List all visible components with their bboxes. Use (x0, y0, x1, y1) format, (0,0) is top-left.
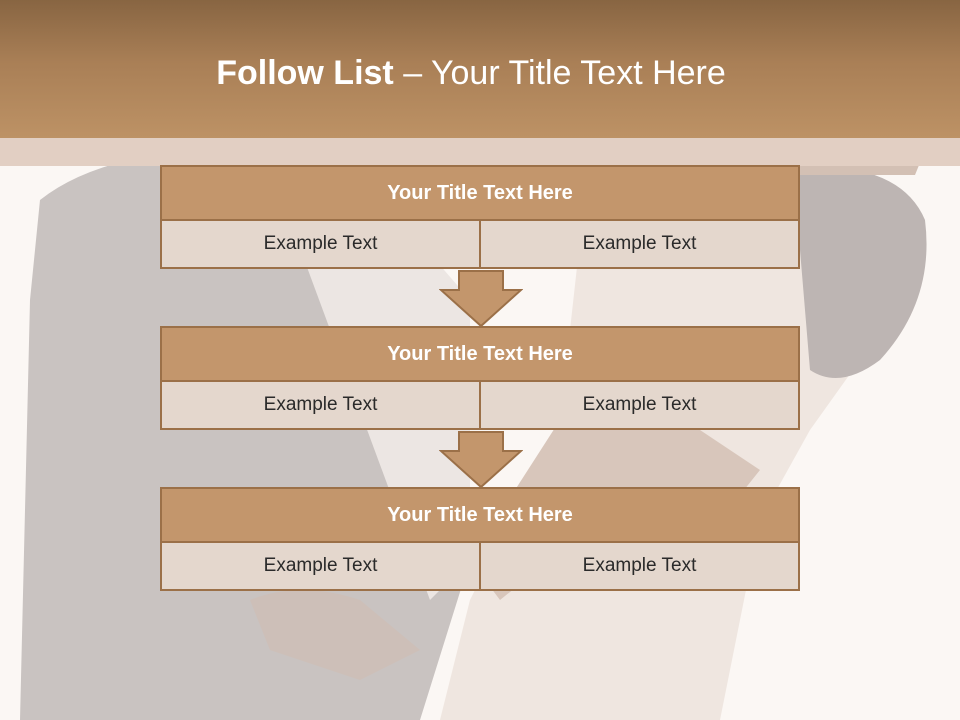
step-block-2: Your Title Text Here Example Text Exampl… (160, 326, 800, 430)
step-cell-left: Example Text (160, 541, 481, 591)
step-cell-right: Example Text (479, 219, 800, 269)
slide-title: Follow List – Your Title Text Here (0, 54, 942, 93)
down-arrow-icon (439, 431, 523, 489)
step-title: Your Title Text Here (160, 487, 800, 543)
slide-title-rest: – Your Title Text Here (393, 54, 726, 92)
title-bar (0, 0, 960, 138)
slide-title-bold: Follow List (216, 54, 394, 92)
step-cell-right: Example Text (479, 380, 800, 430)
step-cell-left: Example Text (160, 219, 481, 269)
step-row: Example Text Example Text (160, 219, 800, 269)
step-title: Your Title Text Here (160, 165, 800, 221)
step-block-1: Your Title Text Here Example Text Exampl… (160, 165, 800, 269)
down-arrow-icon (439, 270, 523, 328)
step-cell-left: Example Text (160, 380, 481, 430)
step-block-3: Your Title Text Here Example Text Exampl… (160, 487, 800, 591)
step-cell-right: Example Text (479, 541, 800, 591)
title-band (0, 138, 960, 166)
step-row: Example Text Example Text (160, 380, 800, 430)
step-title: Your Title Text Here (160, 326, 800, 382)
step-row: Example Text Example Text (160, 541, 800, 591)
